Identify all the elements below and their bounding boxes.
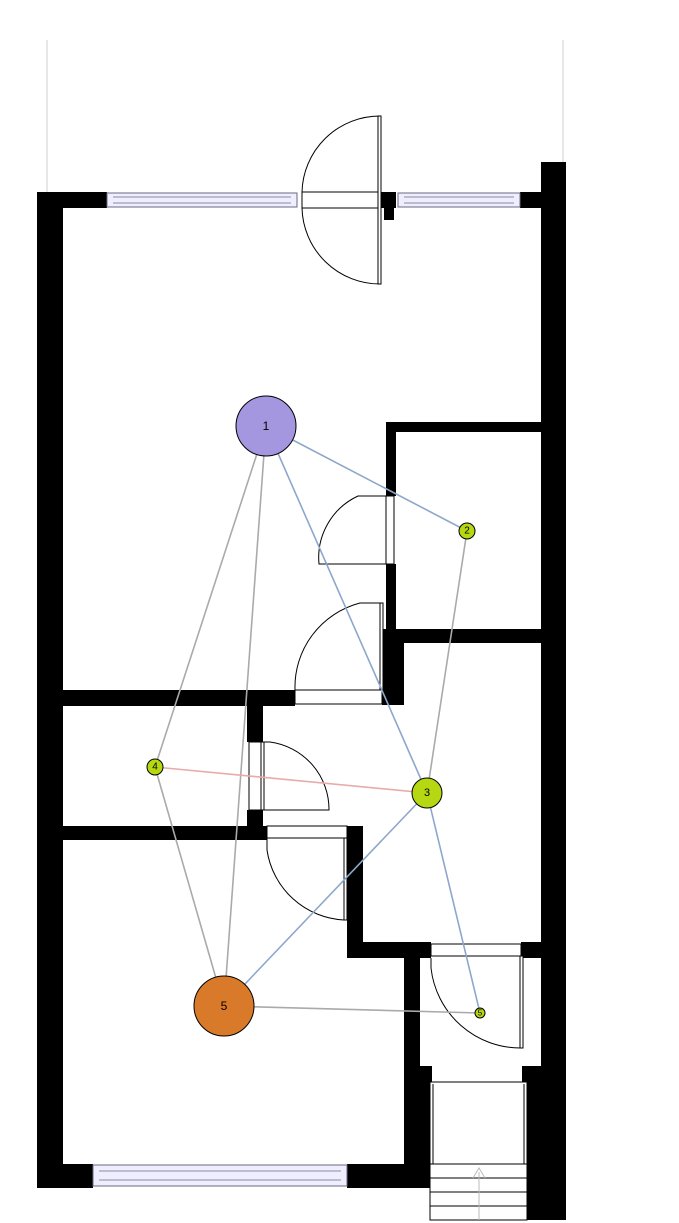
stair-arrow-icon bbox=[472, 1167, 486, 1179]
graph-edge-n1-n2 bbox=[265, 425, 468, 532]
door-front bbox=[301, 115, 382, 285]
graph-node-label: 3 bbox=[424, 787, 430, 799]
graph-node-circle bbox=[411, 777, 443, 809]
door-closet bbox=[318, 495, 395, 565]
graph-edge-n4-n5 bbox=[154, 766, 225, 1007]
graph-node-circle bbox=[474, 1007, 486, 1019]
windows bbox=[92, 192, 521, 1187]
stair bbox=[429, 1081, 528, 1221]
graph-node-n5: 5 bbox=[193, 975, 255, 1037]
graph-node-circle bbox=[146, 758, 164, 776]
graph-node-n1: 1 bbox=[235, 395, 297, 457]
graph-node-circle bbox=[193, 975, 255, 1037]
graph-edge-n3-n6 bbox=[426, 792, 481, 1014]
graph-edge-n3-n4 bbox=[154, 766, 428, 794]
door-bath bbox=[430, 943, 524, 1049]
window-bottom bbox=[92, 1164, 348, 1187]
graph-node-n4: 4 bbox=[146, 758, 164, 776]
door-hall bbox=[294, 602, 384, 705]
graph-node-circle bbox=[458, 522, 476, 540]
graph-edge-n1-n4 bbox=[154, 425, 267, 768]
graph-nodes: 1 2 3 4 5 5 bbox=[146, 395, 486, 1037]
graph-node-circle bbox=[235, 395, 297, 457]
graph-node-label: 4 bbox=[152, 762, 158, 773]
graph-node-label: 5 bbox=[221, 999, 228, 1013]
site-guides bbox=[46, 40, 564, 192]
window-top-right bbox=[397, 192, 521, 208]
graph-node-n6: 5 bbox=[474, 1007, 486, 1019]
graph-edge-n1-n3 bbox=[265, 425, 428, 794]
door-room-5 bbox=[266, 825, 348, 921]
graph-node-n2: 2 bbox=[458, 522, 476, 540]
graph-edge-n2-n3 bbox=[426, 530, 468, 794]
graph-node-label: 1 bbox=[263, 419, 270, 433]
door-room-4 bbox=[248, 741, 330, 811]
graph-edge-n1-n5 bbox=[223, 425, 267, 1007]
graph-edge-n3-n5 bbox=[223, 792, 428, 1007]
walls bbox=[37, 162, 566, 1220]
graph-edges bbox=[154, 425, 481, 1014]
graph-node-n3: 3 bbox=[411, 777, 443, 809]
graph-node-label: 2 bbox=[464, 526, 470, 537]
graph-edge-n5-n6 bbox=[223, 1005, 481, 1014]
graph-node-label: 5 bbox=[478, 1009, 483, 1018]
window-top-left bbox=[106, 192, 298, 208]
